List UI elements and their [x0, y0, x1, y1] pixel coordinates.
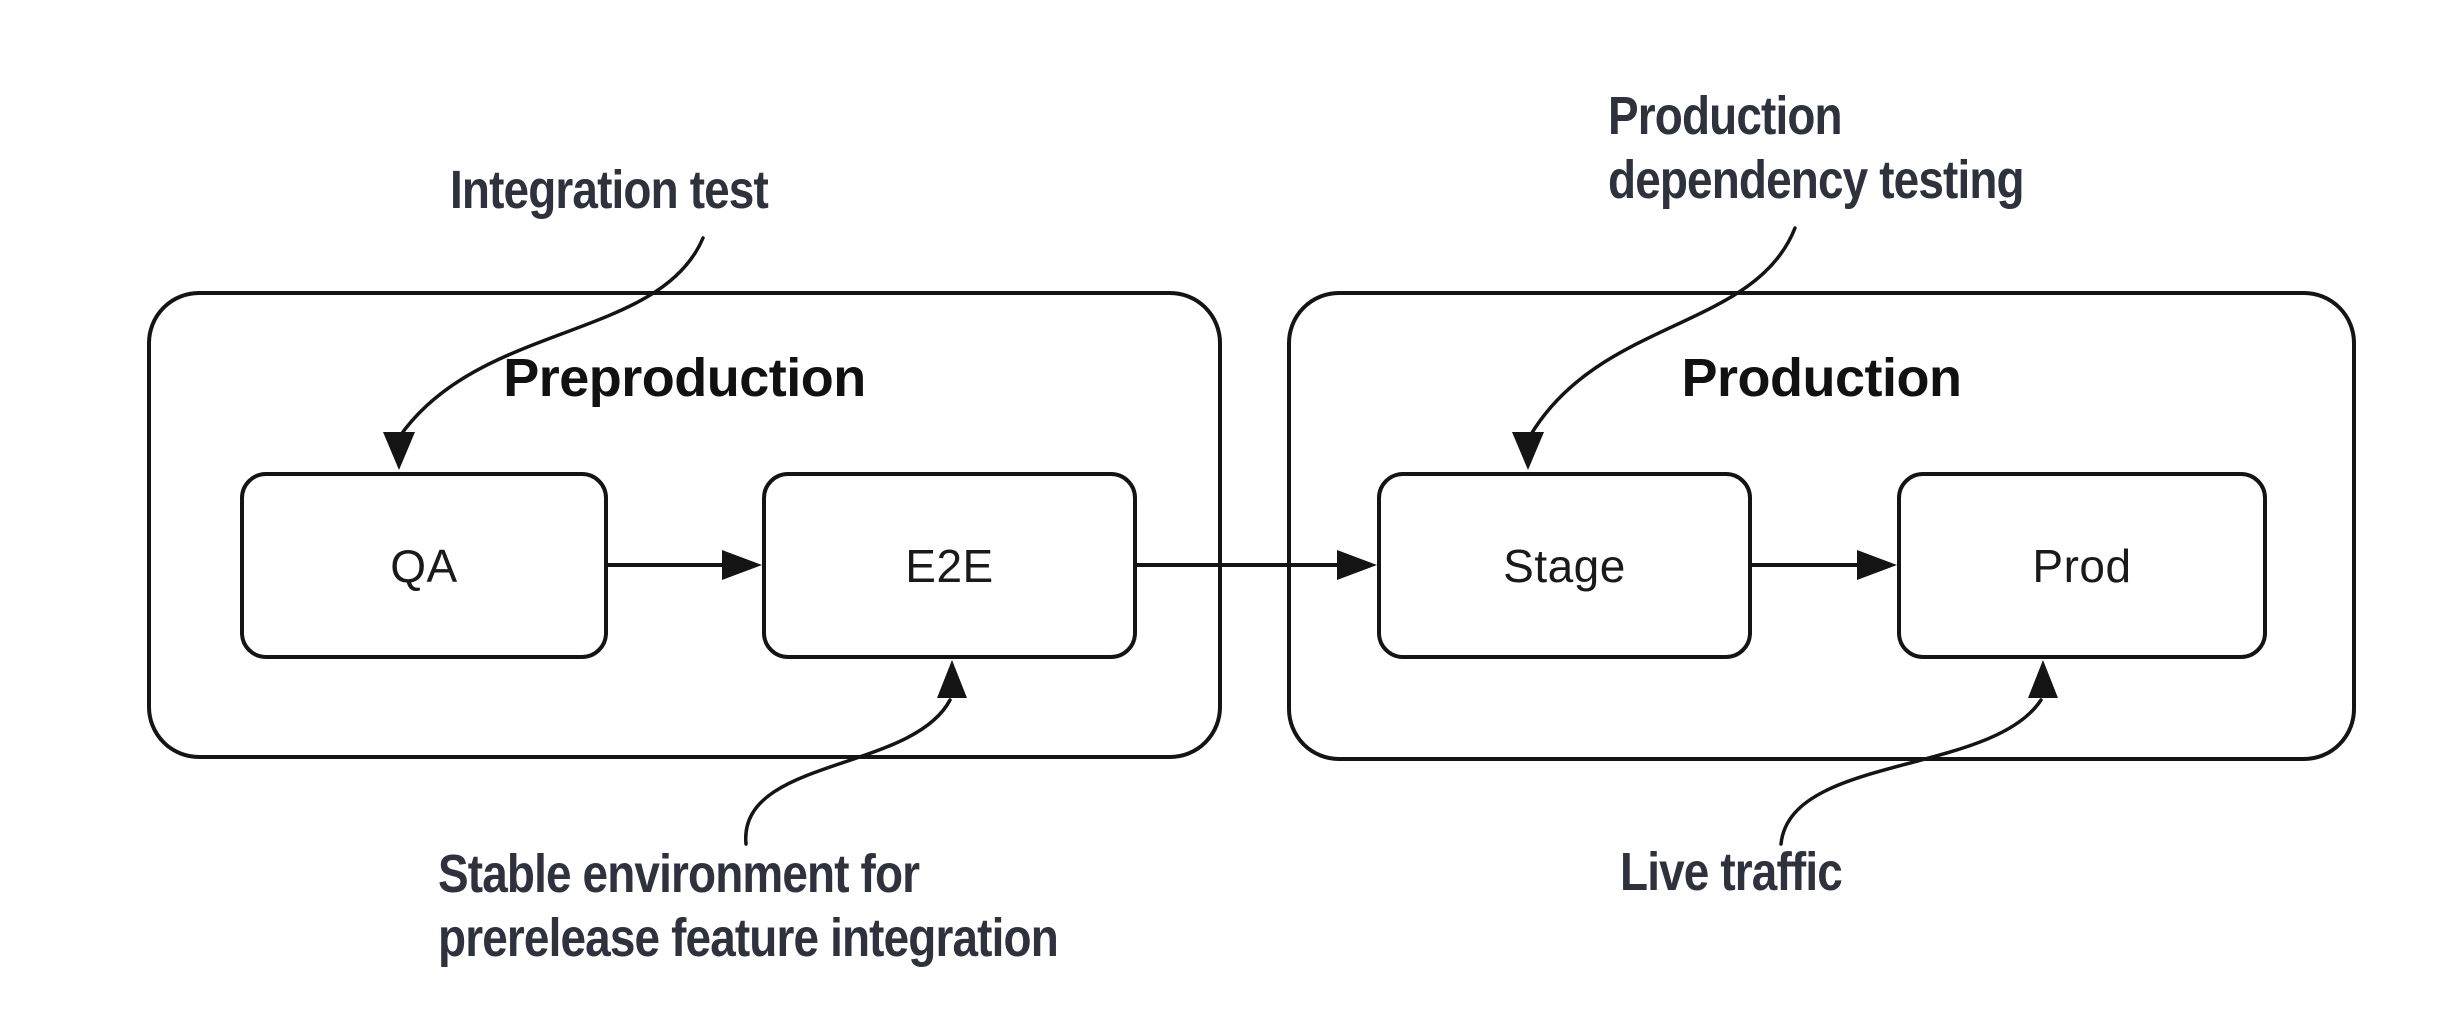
node-qa: QA [240, 472, 608, 659]
node-e2e: E2E [762, 472, 1137, 659]
node-qa-label: QA [390, 539, 458, 592]
node-stage-label: Stage [1503, 539, 1626, 592]
node-prod-label: Prod [2032, 539, 2132, 592]
annotation-line: prerelease feature integration [438, 908, 1059, 968]
annotation-integration-test: Integration test [450, 158, 769, 222]
annotation-stable-environment: Stable environment for prerelease featur… [438, 842, 1059, 970]
annotation-line: Stable environment for [438, 844, 920, 904]
container-title-production: Production [1681, 348, 1962, 408]
annotation-line: Live traffic [1620, 842, 1843, 902]
node-e2e-label: E2E [905, 539, 994, 592]
annotation-live-traffic: Live traffic [1620, 840, 1843, 904]
annotation-line: dependency testing [1608, 150, 2025, 210]
annotation-line: Production [1608, 86, 1843, 146]
container-title-preproduction: Preproduction [503, 348, 866, 408]
node-prod: Prod [1897, 472, 2267, 659]
annotation-production-dependency-testing: Production dependency testing [1608, 84, 2025, 212]
annotation-line: Integration test [450, 160, 769, 220]
node-stage: Stage [1377, 472, 1752, 659]
